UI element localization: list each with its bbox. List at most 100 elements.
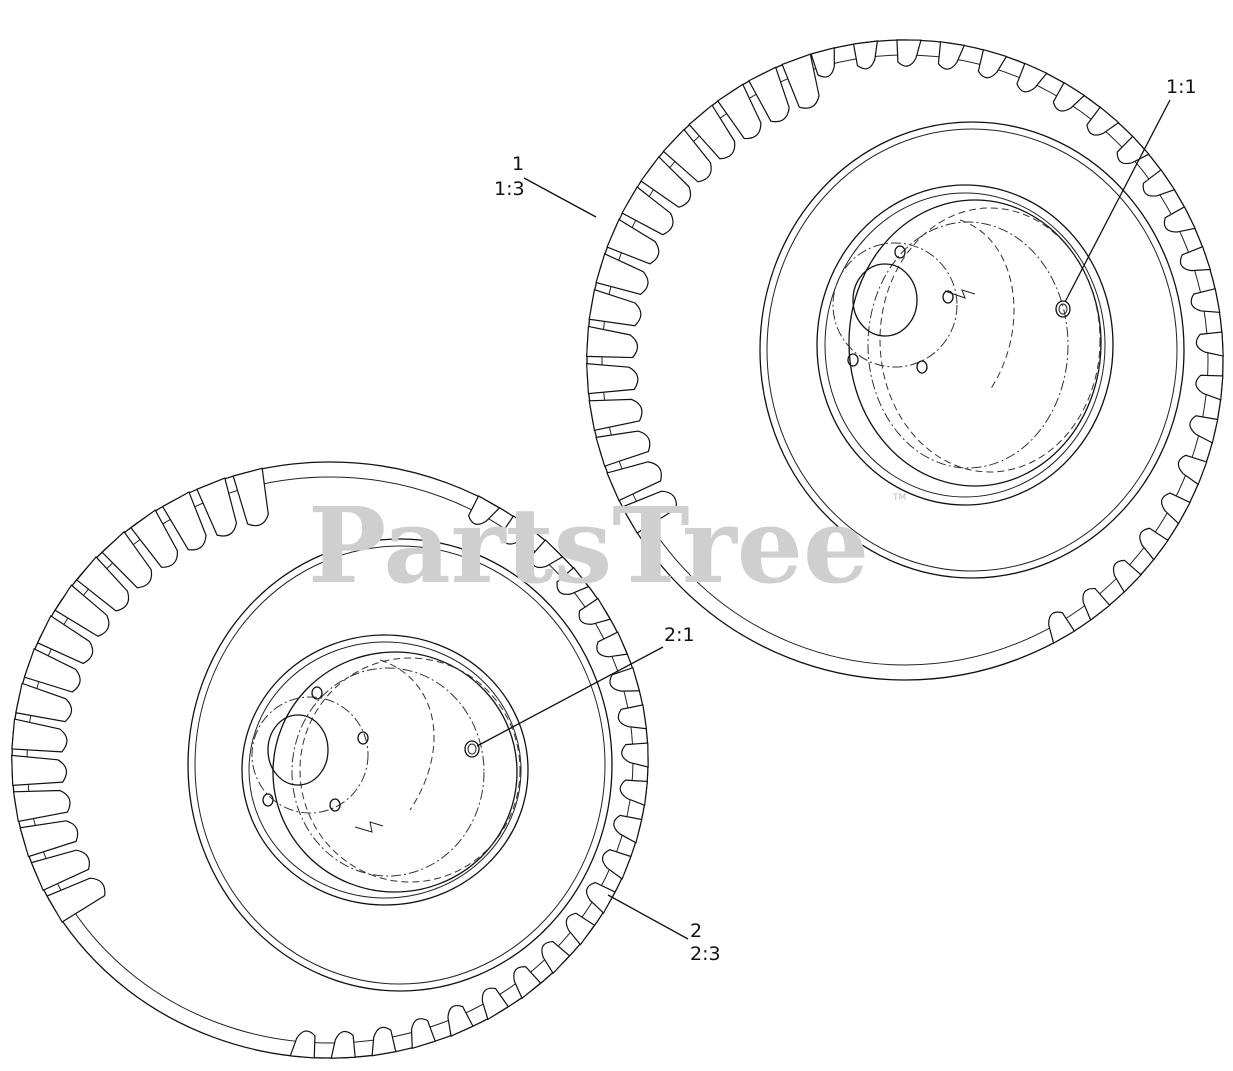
wheel-1-tread-lug xyxy=(1052,81,1086,112)
wheel-2-rim xyxy=(241,634,529,906)
wheel-assembly-1 xyxy=(586,39,1224,681)
callout-valve-2-item: 2:1 xyxy=(664,624,695,646)
callout-wheel-2: 2 2:3 xyxy=(690,920,721,965)
wheel-1-tread-lug xyxy=(1086,106,1120,136)
callout-wheel-2-sub: 2:3 xyxy=(690,943,721,965)
wheel-1-tread-lug xyxy=(1016,62,1048,93)
wheel-2-tread-lug xyxy=(196,477,238,537)
wheel-2-tread-lug xyxy=(46,877,106,923)
wheel-2-tread-lug xyxy=(11,754,68,787)
wheel-2-hub xyxy=(251,686,369,814)
wheel-2-tread-lug xyxy=(621,742,649,768)
wheel-1-tread-lug xyxy=(595,430,651,467)
wheel-2-tread-lug xyxy=(54,584,110,637)
wheel-2-tread-lug xyxy=(578,597,612,625)
wheel-1-hub xyxy=(832,242,958,374)
wheel-2-tread-lug xyxy=(330,1030,356,1059)
wheel-1-tread-lug xyxy=(896,39,922,67)
wheel-2-tread-lug xyxy=(101,530,153,589)
wheel-1-tread-lug xyxy=(1179,245,1212,272)
wheel-1-tread-lug xyxy=(1195,374,1224,401)
wheel-1-tread-lug xyxy=(1142,168,1176,197)
wheel-2-tread-lug xyxy=(596,631,629,658)
wheel-1-tread-lug xyxy=(621,186,674,236)
wheel-1-tread-lug xyxy=(662,128,712,183)
wheel-1-tread-lug xyxy=(1195,331,1224,357)
wheel-2-tread-lug xyxy=(513,966,542,1000)
wheel-2-tread-lug xyxy=(500,515,534,545)
wheel-1-tread-lug xyxy=(606,461,662,502)
wheel-2-tread-lug xyxy=(12,789,71,823)
wheel-1-tread-lug xyxy=(1160,492,1191,525)
wheel-2-tread-lug xyxy=(447,1004,474,1037)
wheel-1-tread xyxy=(586,39,1224,681)
wheel-2-valve-stem xyxy=(464,740,480,758)
wheel-1-tread-lug xyxy=(606,218,660,265)
wheel-1-tread-lug xyxy=(1163,205,1196,233)
wheel-1-tread-lug xyxy=(1139,527,1169,561)
wheel-1-tread-lug xyxy=(810,47,835,78)
wheel-2-tread-lug xyxy=(36,615,94,665)
wheel-1-tread-lug xyxy=(688,104,736,160)
wheel-1-tread-lug xyxy=(748,66,790,123)
wheel-1-sidewall xyxy=(759,121,1185,579)
wheel-2-tread-lug xyxy=(289,1030,316,1059)
wheel-1-tread-lug xyxy=(1112,559,1142,594)
wheel-1-tread-lug xyxy=(781,53,820,109)
wheel-2-tread-lug xyxy=(19,820,79,858)
wheel-1-rim xyxy=(816,184,1114,506)
wheel-1-tread-lug xyxy=(1048,611,1076,645)
wheel-1-tread-lug xyxy=(1082,588,1111,621)
wheel-2-tread-lug xyxy=(613,814,643,844)
wheel-2-tread-lug xyxy=(232,467,269,527)
callout-wheel-1: 1 1:3 xyxy=(494,153,525,200)
wheel-2-tread-lug xyxy=(585,881,616,915)
leader-line-wheel-1 xyxy=(523,177,597,218)
wheel-2-tread-lug xyxy=(23,647,81,693)
watermark-text: PartsTree xyxy=(308,484,869,607)
wheel-2-tread-lug xyxy=(15,682,73,723)
wheel-2-tread-lug xyxy=(75,556,130,612)
wheel-1-tread-lug xyxy=(586,362,639,395)
wheel-1-tread-lug xyxy=(586,325,638,359)
callout-wheel-2-item: 2 xyxy=(690,920,702,942)
wheel-2-tread-lug xyxy=(130,509,179,568)
callout-valve-1: 1:1 xyxy=(1166,76,1197,98)
wheel-2-tread-lug xyxy=(468,495,501,525)
leader-line-valve-1 xyxy=(1064,99,1171,303)
wheel-2-tread-lug xyxy=(601,849,632,880)
wheel-1-tread-lug xyxy=(640,155,692,208)
callout-wheel-1-item: 1 xyxy=(512,153,524,175)
wheel-1-tread-lug xyxy=(595,253,649,296)
wheel-1-tread-lug xyxy=(716,83,762,140)
callout-wheel-1-sub: 1:3 xyxy=(494,178,525,200)
wheel-2-tread-lug xyxy=(617,704,648,730)
wheel-2-tread-lug xyxy=(371,1026,397,1057)
wheel-2-tread-lug xyxy=(619,779,649,807)
wheel-1-tread-lug xyxy=(588,288,642,327)
leader-line-valve-2 xyxy=(476,646,664,747)
wheel-2-tread-lug xyxy=(541,940,571,975)
wheel-2-sidewall xyxy=(187,538,613,992)
wheel-2-tread xyxy=(11,461,649,1059)
wheel-1-tread-lug xyxy=(1177,454,1208,486)
wheel-2-tread-lug xyxy=(565,912,596,946)
wheel-1-tread-lug xyxy=(977,48,1008,79)
wheel-1-valve-stem xyxy=(1055,300,1071,318)
wheel-2-tread-lug xyxy=(410,1018,436,1050)
wheel-2-tread-lug xyxy=(609,666,641,692)
wheel-1-tread-lug xyxy=(1189,415,1219,444)
wheel-1-tread-lug xyxy=(588,398,643,432)
wheel-2-tread-lug xyxy=(556,566,590,595)
wheel-1-tread-lug xyxy=(937,41,966,70)
leader-line-wheel-2 xyxy=(607,894,689,940)
wheel-1-tread-lug xyxy=(1190,287,1221,313)
wheel-assembly-2 xyxy=(11,461,649,1059)
wheel-2-tread-lug xyxy=(11,718,68,753)
wheel-2-tread-lug xyxy=(530,539,564,569)
wheel-2-tread-lug xyxy=(161,491,207,551)
watermark-trademark: TM xyxy=(892,493,906,503)
wheel-2-tread-lug xyxy=(481,987,510,1021)
callout-valve-1-item: 1:1 xyxy=(1166,76,1197,98)
